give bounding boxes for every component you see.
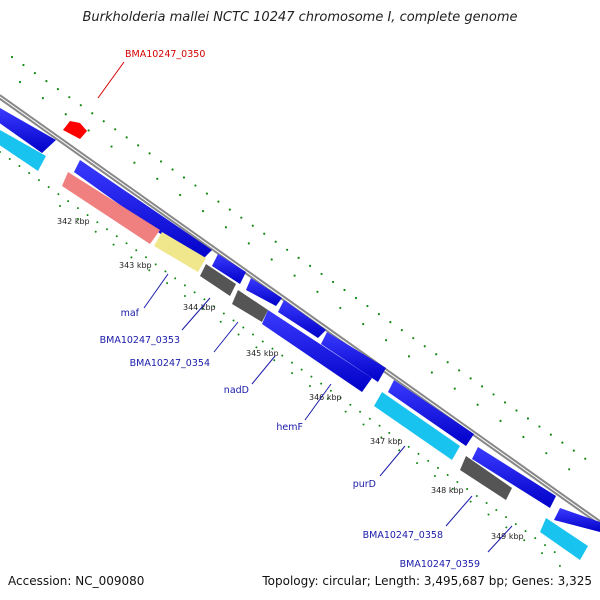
gene-gray[interactable] <box>232 290 268 322</box>
leader-line <box>379 445 406 477</box>
accession-label: Accession: NC_009080 <box>8 574 145 588</box>
cds-forward[interactable] <box>74 160 212 262</box>
gene-label[interactable]: purD <box>353 479 376 490</box>
tick-label: 345 kbp <box>246 349 279 358</box>
cds-cyan[interactable] <box>540 518 588 560</box>
reverse-strand-features <box>0 130 588 560</box>
gene-label[interactable]: BMA10247_0353 <box>100 335 180 346</box>
outer-dot-ring <box>10 55 592 486</box>
genome-backbone <box>0 94 600 526</box>
cds-forward[interactable] <box>554 508 600 532</box>
cds-cyan[interactable] <box>374 392 460 460</box>
tick-label: 348 kbp <box>431 486 464 495</box>
tick-label: 342 kbp <box>57 217 90 226</box>
gene-label[interactable]: nadD <box>224 385 249 396</box>
map-title: Burkholderia mallei NCTC 10247 chromosom… <box>82 10 518 25</box>
leader-line <box>143 273 169 309</box>
leader-line <box>251 355 276 385</box>
tick-label: 343 kbp <box>119 261 152 270</box>
leader-line <box>445 495 473 527</box>
cds-forward[interactable] <box>321 332 386 382</box>
leader-line <box>97 61 125 99</box>
gene-label[interactable]: BMA10247_0359 <box>400 559 480 570</box>
gene-label[interactable]: hemF <box>276 422 303 433</box>
leader-line <box>304 383 332 421</box>
tick-labels: 342 kbp 343 kbp 344 kbp 345 kbp 346 kbp 347 k… <box>57 217 524 541</box>
cds-forward[interactable] <box>472 447 556 508</box>
leader-line <box>213 321 239 353</box>
cds-forward[interactable] <box>212 254 246 284</box>
gene-labels: BMA10247_0350mafBMA10247_0353BMA10247_03… <box>97 49 513 570</box>
cds-reverse[interactable] <box>262 310 372 392</box>
inner-dot-ring <box>0 151 561 567</box>
gene-label[interactable]: maf <box>121 308 140 319</box>
tick-label: 349 kbp <box>491 532 524 541</box>
tick-label: 347 kbp <box>370 437 403 446</box>
cds-forward[interactable] <box>246 278 282 306</box>
tick-label: 346 kbp <box>309 393 342 402</box>
leader-line <box>181 297 211 331</box>
tick-label: 344 kbp <box>183 303 216 312</box>
genome-summary: Topology: circular; Length: 3,495,687 bp… <box>262 574 592 588</box>
gene-BMA10247_0350[interactable] <box>63 121 87 139</box>
cds-forward[interactable] <box>388 380 474 446</box>
gene-label[interactable]: BMA10247_0350 <box>125 49 205 60</box>
gene-gray[interactable] <box>200 264 236 296</box>
leader-line <box>487 525 513 553</box>
gene-label[interactable]: BMA10247_0358 <box>363 530 443 541</box>
cds-forward[interactable] <box>278 300 326 338</box>
gene-yellow[interactable] <box>154 232 206 272</box>
cds-cyan[interactable] <box>0 130 46 171</box>
gene-label[interactable]: BMA10247_0354 <box>130 358 210 369</box>
cds-forward[interactable] <box>0 108 56 153</box>
gene-gray[interactable] <box>460 456 512 500</box>
forward-strand-features <box>0 108 600 532</box>
rna-feature[interactable] <box>62 172 160 244</box>
